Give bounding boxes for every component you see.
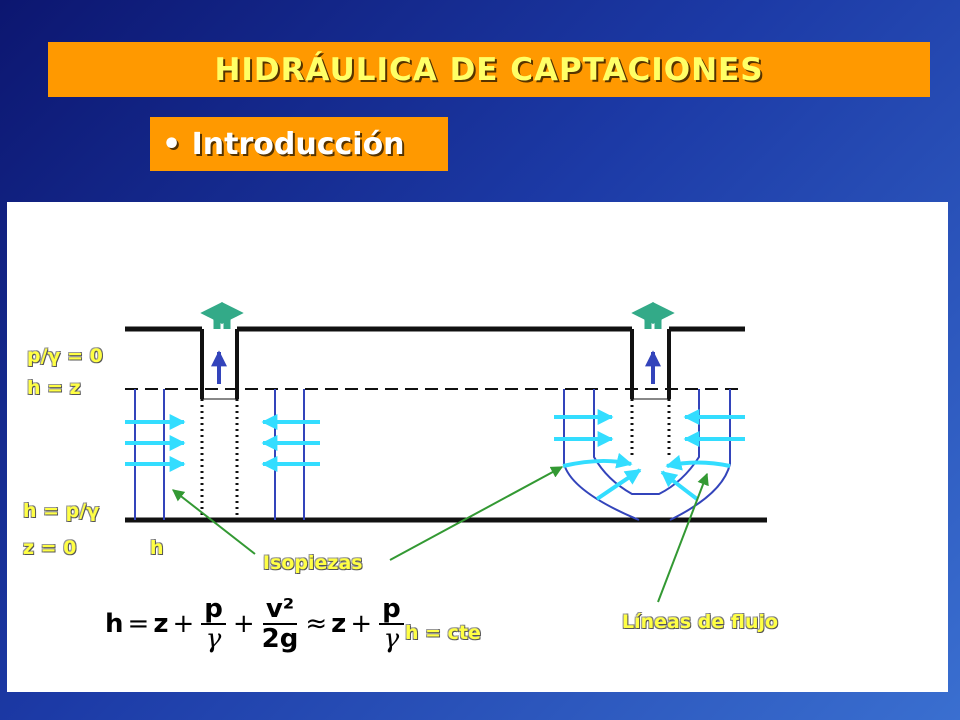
well-1	[200, 301, 244, 520]
diagram-panel: p/γ = 0 h = z h = p/γ z = 0 h Isopiezas …	[7, 202, 948, 692]
label-h-equals-pg: h = p/γ	[23, 500, 100, 522]
title-bar: HIDRÁULICA DE CAPTACIONES	[48, 42, 930, 97]
outflow-right-icon	[221, 301, 244, 329]
formula-z: z	[153, 609, 169, 639]
annotation-arrows	[172, 466, 709, 603]
fraction-denominator: 2g	[261, 624, 299, 654]
label-h-cte: h = cte	[405, 622, 481, 644]
fraction-p-gamma: p γ	[379, 595, 404, 653]
outflow-right-icon	[652, 301, 675, 329]
fraction-v2-2g: v² 2g	[262, 595, 299, 653]
fraction-p-gamma: p γ	[201, 595, 226, 653]
fraction-numerator: p	[379, 595, 404, 625]
label-lineas-de-flujo: Líneas de flujo	[622, 611, 779, 633]
fraction-numerator: v²	[262, 595, 298, 625]
formula-plus: +	[232, 609, 255, 639]
fraction-denominator: γ	[205, 624, 222, 654]
formula-h: h	[105, 609, 124, 639]
label-pressure-zero: p/γ = 0	[27, 345, 103, 367]
page-title: HIDRÁULICA DE CAPTACIONES	[214, 51, 764, 88]
section-subtitle: • Introducción	[162, 126, 405, 162]
isopiezas-left	[134, 389, 305, 520]
fraction-numerator: p	[201, 595, 226, 625]
bernoulli-formula: h = z + p γ + v² 2g ≈ z + p γ	[105, 594, 407, 654]
formula-equals: =	[127, 609, 150, 639]
flow-arrows-left	[125, 414, 320, 472]
outflow-left-icon	[200, 301, 223, 329]
formula-plus: +	[350, 609, 373, 639]
label-z-zero: z = 0	[23, 537, 77, 559]
isopiezas-right	[563, 389, 731, 521]
label-h: h	[150, 537, 164, 559]
formula-z: z	[331, 609, 347, 639]
label-isopiezas: Isopiezas	[263, 552, 363, 574]
formula-approx: ≈	[305, 609, 328, 639]
aquifer-diagram	[125, 301, 767, 603]
outflow-left-icon	[631, 301, 654, 329]
fraction-denominator: γ	[383, 624, 400, 654]
label-h-equals-z: h = z	[27, 377, 81, 399]
formula-plus: +	[172, 609, 195, 639]
well-2	[630, 301, 675, 457]
flow-arrows-right	[554, 409, 745, 501]
subtitle-box: • Introducción	[150, 117, 448, 171]
